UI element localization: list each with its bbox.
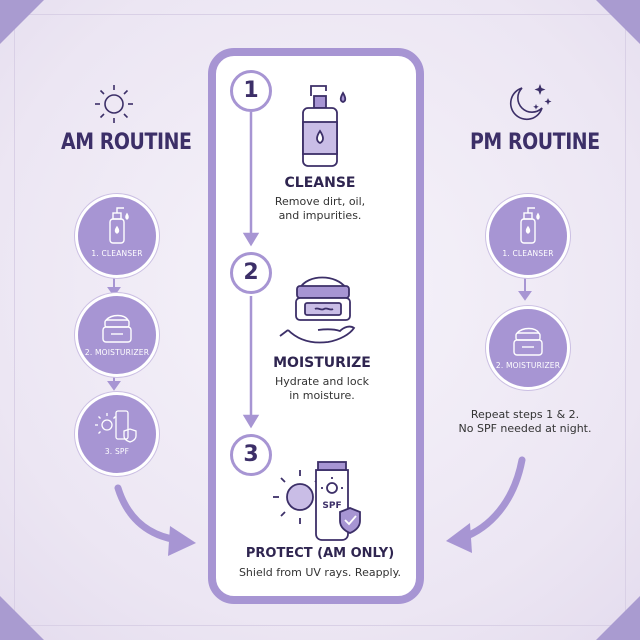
pm-step-moisturizer-label: 2. MOISTURIZER <box>495 361 561 370</box>
center-step-1-heading: CLEANSE <box>284 175 356 191</box>
center-step-3-heading: PROTECT (AM ONLY) <box>245 546 395 561</box>
center-step-2-desc-line2: in moisture. <box>289 389 355 402</box>
pump-bottle-icon <box>109 207 129 244</box>
center-spf-text: SPF <box>322 501 341 511</box>
center-step-connectors <box>242 112 260 429</box>
corner-decoration-top-left <box>0 0 44 44</box>
moon-stars-icon <box>509 84 552 121</box>
pm-note-line2: No SPF needed at night. <box>458 422 592 435</box>
center-step-1-number: 1 <box>230 70 272 112</box>
sun-icon <box>95 85 133 123</box>
pump-bottle-icon <box>520 207 540 244</box>
center-step-1-desc-line2: and impurities. <box>278 209 362 222</box>
corner-decoration-bottom-left <box>0 596 44 640</box>
am-routine-title: AM ROUTINE <box>61 130 192 155</box>
pm-routine-title: PM ROUTINE <box>470 130 600 155</box>
pm-curved-arrow-head <box>446 523 472 553</box>
sunscreen-icon <box>95 410 137 443</box>
center-step-1-desc-line1: Remove dirt, oil, <box>274 195 366 208</box>
am-step-spf-label: 3. SPF <box>104 447 130 456</box>
corner-decoration-top-right <box>596 0 640 44</box>
pm-step-moisturizer: 2. MOISTURIZER <box>486 306 570 390</box>
center-cream-jar-hand-icon <box>279 276 356 344</box>
center-step-3-number: 3 <box>230 434 272 476</box>
center-step-2-heading: MOISTURIZE <box>273 355 371 371</box>
am-step-moisturizer-label: 2. MOISTURIZER <box>84 348 150 357</box>
center-sunscreen-icon <box>273 461 361 541</box>
pm-note-line1: Repeat steps 1 & 2. <box>470 408 580 421</box>
am-step-cleanser-label: 1. CLEANSER <box>91 249 143 258</box>
center-step-3-desc-line1: Shield from UV rays. Reapply. <box>238 566 402 579</box>
corner-decoration-bottom-right <box>596 596 640 640</box>
frame-border <box>14 14 626 626</box>
center-step-2-desc-line1: Hydrate and lock <box>275 375 369 388</box>
pm-step-cleanser: 1. CLEANSER <box>486 194 570 278</box>
am-step-spf: 3. SPF <box>75 392 159 476</box>
am-curved-arrow-head <box>168 526 196 556</box>
cream-jar-icon <box>102 314 132 343</box>
pm-step-cleanser-label: 1. CLEANSER <box>502 249 554 258</box>
cream-jar-icon <box>513 327 543 356</box>
center-pump-bottle-icon <box>302 85 347 167</box>
am-step-moisturizer: 2. MOISTURIZER <box>75 293 159 377</box>
center-step-2-number: 2 <box>230 252 272 294</box>
pm-connector-arrow <box>518 276 532 301</box>
am-step-cleanser: 1. CLEANSER <box>75 194 159 278</box>
